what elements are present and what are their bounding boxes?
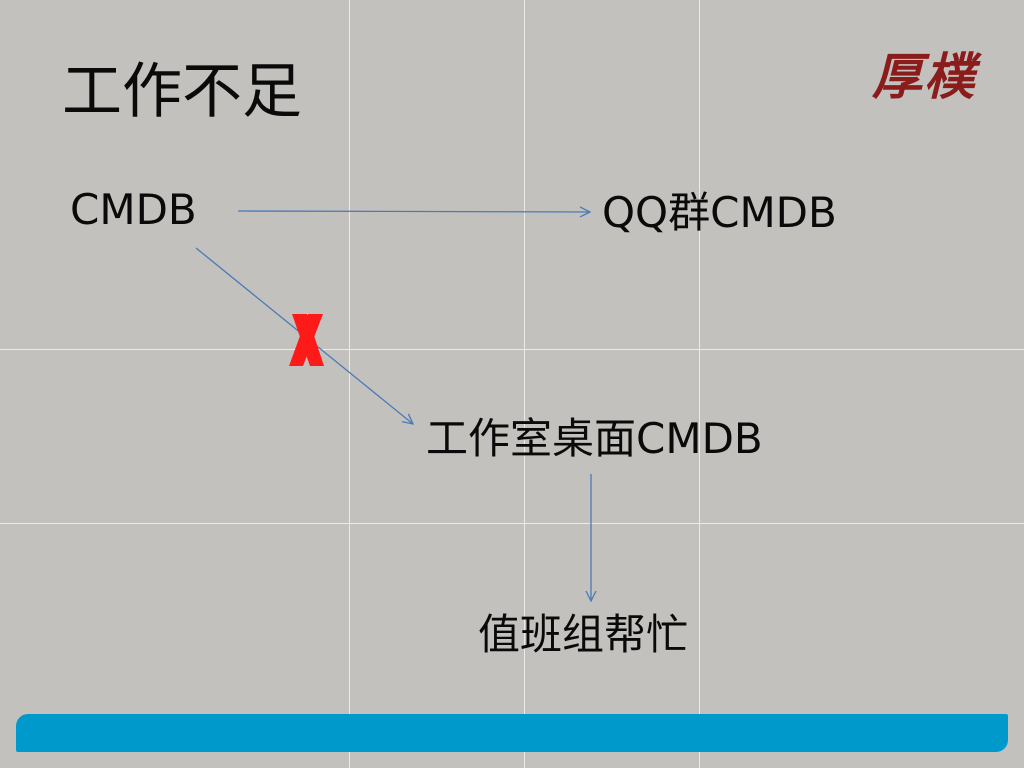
grid-line xyxy=(349,0,350,768)
arrow-cmdb-to-qq xyxy=(237,211,590,212)
grid-line xyxy=(524,0,525,768)
slide-title: 工作不足 xyxy=(62,57,302,127)
node-qq-group-cmdb: QQ群CMDB xyxy=(602,188,837,237)
grid-line xyxy=(0,349,1024,350)
brand-logo: 厚樸 xyxy=(872,47,976,106)
grid-line xyxy=(699,0,700,768)
node-studio-desktop-cmdb: 工作室桌面CMDB xyxy=(426,414,763,463)
cross-mark-icon xyxy=(289,314,324,366)
grid-line xyxy=(0,523,1024,524)
node-duty-team-help: 值班组帮忙 xyxy=(478,610,689,659)
node-cmdb: CMDB xyxy=(70,185,197,234)
accent-bar xyxy=(16,714,1008,752)
